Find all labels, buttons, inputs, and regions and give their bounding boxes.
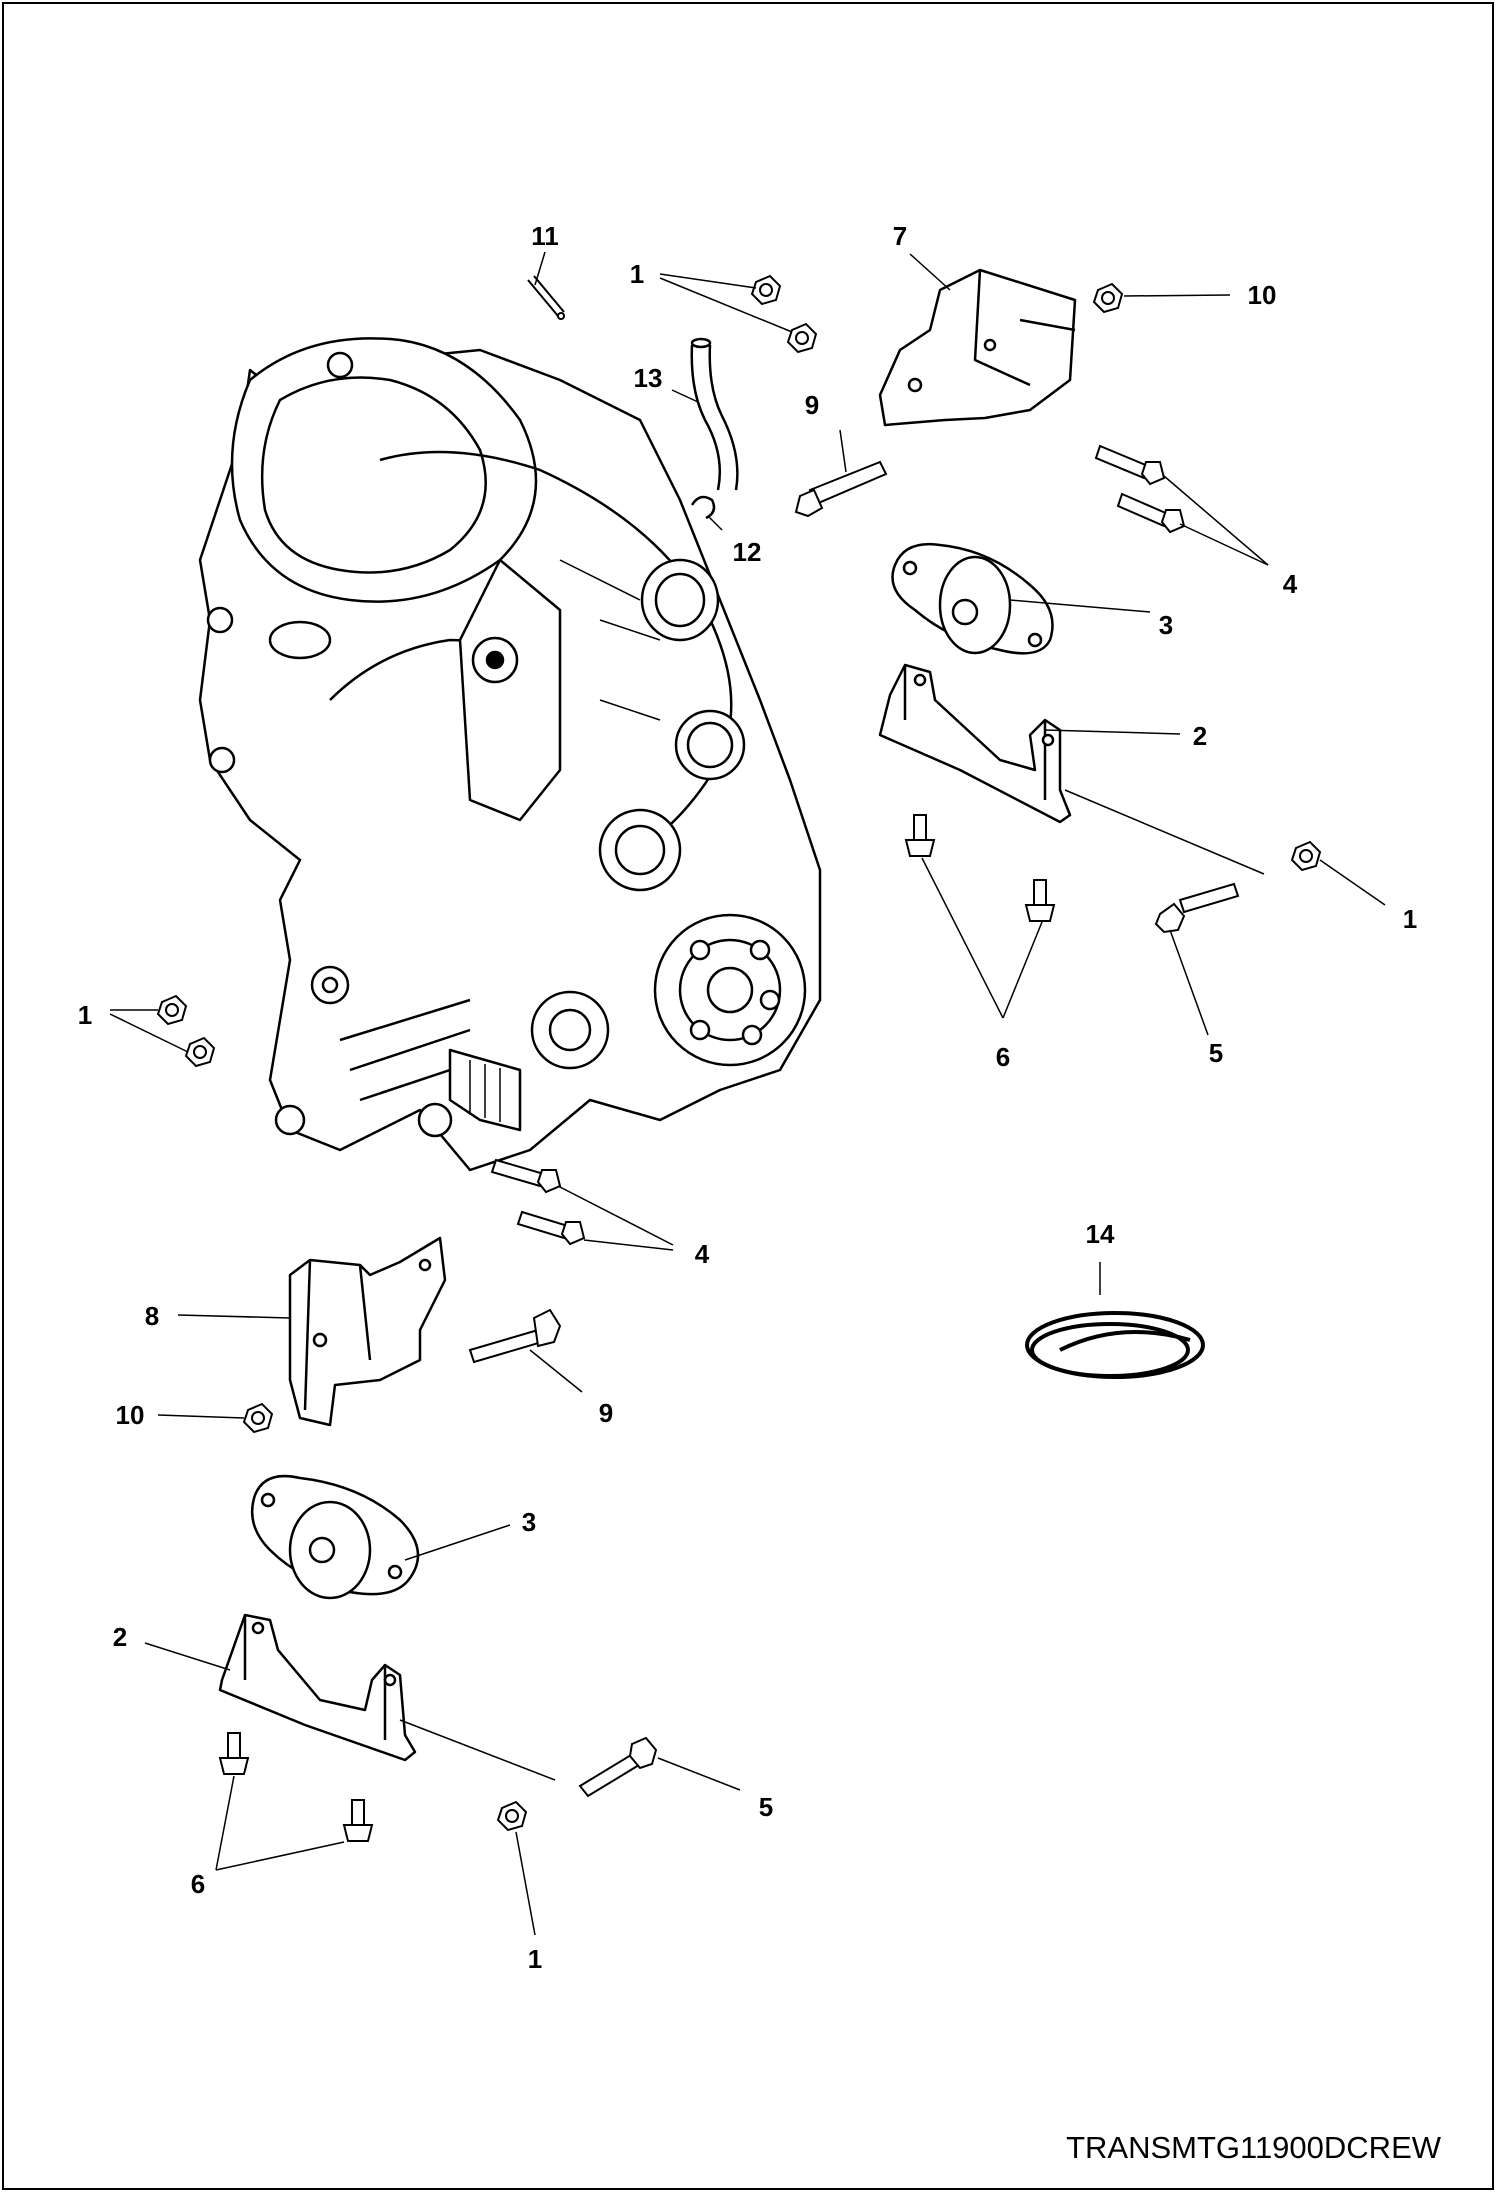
callout-14: 14 [1086, 1219, 1115, 1249]
callout-10: 10 [1248, 280, 1277, 310]
callout-3: 3 [1159, 610, 1173, 640]
bracket-part-upper [878, 268, 1077, 427]
bolt-part-5-top [1154, 882, 1240, 934]
bolt-part-bottom [468, 1308, 562, 1364]
bolt-part-4-bottom [490, 1158, 586, 1246]
callout-6: 6 [191, 1869, 205, 1899]
clamp-part [690, 495, 716, 520]
nut-part-10-bottom [242, 1402, 274, 1434]
bolt-part-6-bottom [218, 1732, 374, 1842]
bolt-part-5-bottom [578, 1736, 658, 1798]
leader-lines [109, 251, 1386, 1936]
callout-1: 1 [78, 1000, 92, 1030]
transmission-assembly [198, 337, 822, 1172]
nut-part-top [750, 274, 818, 354]
drawing-code: TRANSMTG11900DCREW [1066, 2130, 1442, 2165]
callout-9: 9 [599, 1398, 613, 1428]
callout-9: 9 [805, 390, 819, 420]
callout-6: 6 [996, 1042, 1010, 1072]
callout-labels: 11 1 7 10 13 9 12 4 3 2 1 6 5 1 4 14 8 9… [78, 221, 1417, 1974]
callout-7: 7 [893, 221, 907, 251]
bolt-part-6-top [904, 814, 1056, 922]
callout-12: 12 [733, 537, 762, 567]
callout-2: 2 [113, 1622, 127, 1652]
callout-8: 8 [145, 1301, 159, 1331]
callout-1: 1 [1403, 904, 1417, 934]
bracket-part-2-bottom [218, 1613, 417, 1762]
callout-4: 4 [695, 1239, 710, 1269]
callout-1: 1 [630, 259, 644, 289]
callout-2: 2 [1193, 721, 1207, 751]
pin-part [527, 275, 565, 320]
bolt-part-top [794, 460, 888, 518]
coiled-hose-part [1025, 1311, 1205, 1379]
bracket-part-2-top [878, 663, 1072, 824]
callout-3: 3 [522, 1507, 536, 1537]
nut-part-right [1290, 840, 1322, 872]
nut-part-left [156, 994, 216, 1068]
bracket-part-lower [288, 1236, 447, 1427]
hose-part [690, 337, 739, 491]
nut-part-bottom [496, 1800, 528, 1832]
mount-part-top [891, 542, 1054, 655]
callout-1: 1 [528, 1944, 542, 1974]
callout-13: 13 [634, 363, 663, 393]
callout-5: 5 [1209, 1038, 1223, 1068]
callout-11: 11 [531, 221, 559, 251]
callout-10: 10 [116, 1400, 145, 1430]
nut-part-10-top [1092, 282, 1124, 314]
callout-5: 5 [759, 1792, 773, 1822]
bolt-part-4-top [1094, 444, 1186, 534]
mount-part-bottom [250, 1474, 420, 1600]
callout-4: 4 [1283, 569, 1298, 599]
